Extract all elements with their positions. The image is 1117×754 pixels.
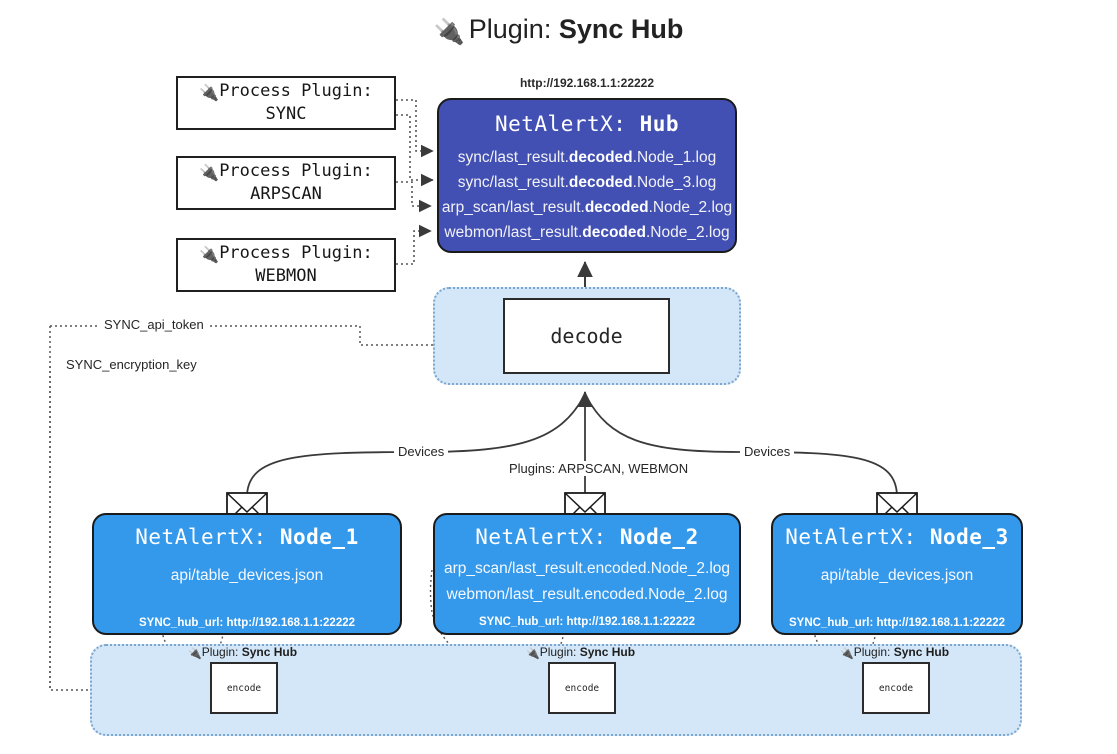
- process-plugin-sync[interactable]: 🔌Process Plugin: SYNC: [176, 76, 396, 130]
- node-title: NetAlertX: Node_3: [785, 525, 1009, 549]
- plug-icon: 🔌: [199, 244, 220, 264]
- node-hub-url: SYNC_hub_url: http://192.168.1.1:22222: [478, 616, 696, 628]
- sync-api-token-label: SYNC_api_token: [100, 317, 208, 332]
- edge-label-devices-right: Devices: [740, 444, 795, 459]
- node-row: arp_scan/last_result.encoded.Node_2.log: [443, 560, 731, 577]
- plug-icon: 🔌: [199, 162, 220, 182]
- process-plugin-name: SYNC: [265, 104, 307, 125]
- encode-box-3[interactable]: encode: [862, 662, 930, 714]
- node-row: api/table_devices.json: [170, 567, 324, 584]
- process-plugin-name: WEBMON: [255, 266, 317, 287]
- node-box-node-3[interactable]: NetAlertX: Node_3 api/table_devices.json…: [771, 513, 1023, 635]
- node-hub-url: SYNC_hub_url: http://192.168.1.1:22222: [138, 617, 356, 629]
- sync-encryption-key-label: SYNC_encryption_key: [62, 357, 201, 372]
- node-title: NetAlertX: Node_2: [475, 525, 699, 549]
- plug-icon: 🔌: [199, 82, 220, 102]
- decode-box[interactable]: decode: [503, 298, 670, 374]
- process-plugin-label: Process Plugin:: [219, 160, 373, 181]
- hub-title-name: Hub: [639, 112, 680, 136]
- hub-log-row: sync/last_result.decoded.Node_1.log: [457, 149, 717, 166]
- node-row: api/table_devices.json: [820, 567, 974, 584]
- process-plugin-label: Process Plugin:: [219, 80, 373, 101]
- hub-title-prefix: NetAlertX:: [494, 112, 627, 136]
- process-plugin-arpscan[interactable]: 🔌Process Plugin: ARPSCAN: [176, 156, 396, 210]
- encode-box-1[interactable]: encode: [210, 662, 278, 714]
- encode-box-2[interactable]: encode: [548, 662, 616, 714]
- hub-url-label: http://192.168.1.1:22222: [519, 76, 655, 90]
- plug-icon: 🔌: [526, 648, 540, 660]
- hub-box[interactable]: NetAlertX: Hub sync/last_result.decoded.…: [437, 98, 737, 253]
- process-plugin-label: Process Plugin:: [219, 242, 373, 263]
- plug-icon: 🔌: [840, 648, 854, 660]
- node-row: webmon/last_result.encoded.Node_2.log: [446, 586, 728, 603]
- plug-icon: 🔌: [188, 648, 202, 660]
- node-hub-url: SYNC_hub_url: http://192.168.1.1:22222: [788, 617, 1006, 629]
- encoder-label-2: 🔌Plugin: Sync Hub: [526, 645, 636, 660]
- encoder-label-3: 🔌Plugin: Sync Hub: [840, 645, 950, 660]
- page-title: 🔌Plugin: Sync Hub: [0, 14, 1117, 47]
- hub-log-row: arp_scan/last_result.decoded.Node_2.log: [441, 199, 733, 216]
- process-plugin-webmon[interactable]: 🔌Process Plugin: WEBMON: [176, 238, 396, 292]
- process-plugin-name: ARPSCAN: [250, 184, 322, 205]
- plug-icon: 🔌: [433, 18, 465, 46]
- hub-log-rows: sync/last_result.decoded.Node_1.log sync…: [439, 145, 735, 245]
- edge-label-plugins: Plugins: ARPSCAN, WEBMON: [505, 461, 693, 476]
- hub-log-row: webmon/last_result.decoded.Node_2.log: [444, 224, 730, 241]
- node-box-node-2[interactable]: NetAlertX: Node_2 arp_scan/last_result.e…: [433, 513, 741, 635]
- title-prefix: Plugin:: [468, 14, 552, 44]
- edge-label-devices-left: Devices: [394, 444, 449, 459]
- hub-log-row: sync/last_result.decoded.Node_3.log: [457, 174, 717, 191]
- hub-title: NetAlertX: Hub: [439, 112, 735, 136]
- encoder-label-1: 🔌Plugin: Sync Hub: [188, 645, 298, 660]
- node-title: NetAlertX: Node_1: [135, 525, 359, 549]
- title-name: Sync Hub: [558, 14, 684, 44]
- node-box-node-1[interactable]: NetAlertX: Node_1 api/table_devices.json…: [92, 513, 402, 635]
- node-rows: arp_scan/last_result.encoded.Node_2.log …: [435, 556, 739, 608]
